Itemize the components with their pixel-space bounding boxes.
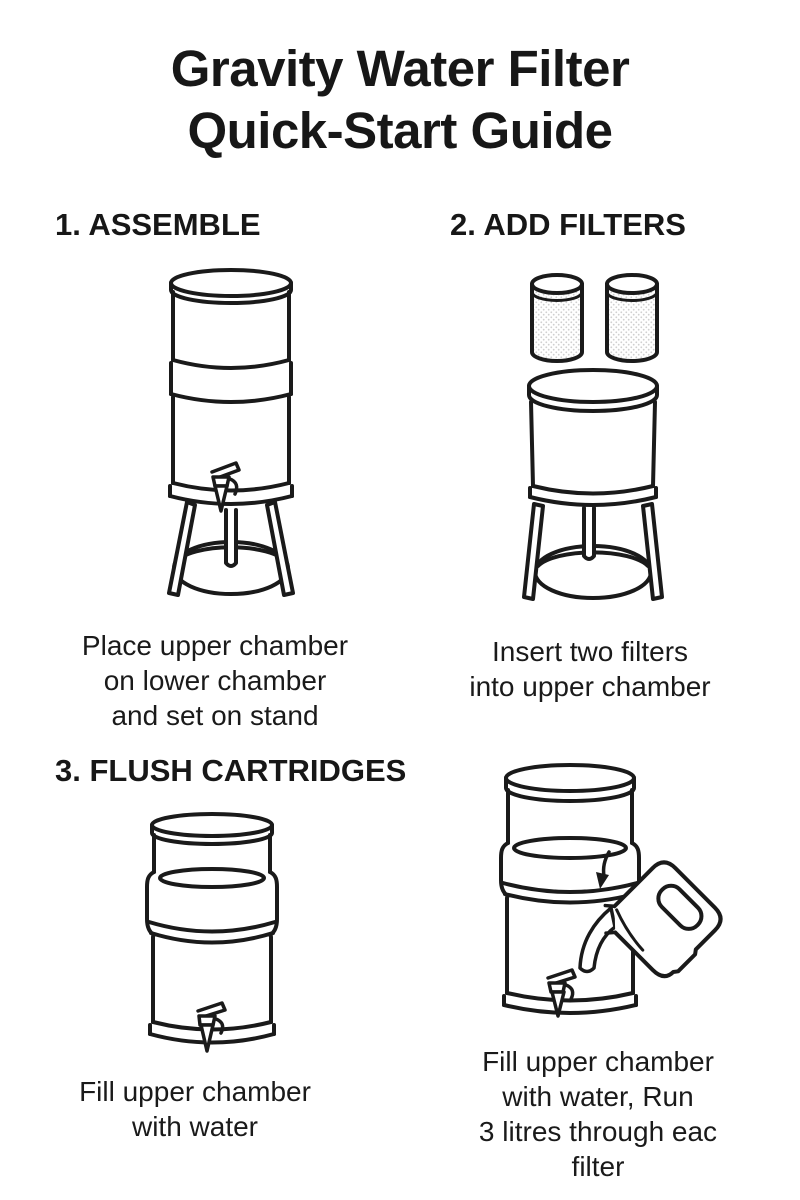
caption-line: Fill upper chamber	[482, 1046, 714, 1077]
caption-line: Place upper chamber	[81, 630, 349, 661]
caption-line: filter	[571, 1151, 625, 1182]
two-filter-cartridges-above-upper-chamber-illustration	[522, 273, 664, 601]
step-4-caption: Fill upper chamber with water, Run 3 lit…	[428, 1044, 768, 1184]
caption-line: with water	[131, 1111, 259, 1142]
assembled-filter-unit-on-stand-illustration	[167, 268, 295, 597]
step-3-caption: Fill upper chamber with water	[20, 1074, 370, 1144]
step-3-heading: 3. FLUSH CARTRIDGES	[55, 753, 407, 788]
caption-line: Fill upper chamber	[79, 1076, 311, 1107]
caption-line: on lower chamber	[103, 665, 327, 696]
page-title: Gravity Water Filter Quick-Start Guide	[0, 38, 800, 162]
step-2-heading: 2. ADD FILTERS	[450, 207, 686, 242]
caption-line: Insert two filters	[491, 636, 689, 667]
caption-line: 3 litres through eac	[478, 1116, 718, 1147]
step-1-heading: 1. ASSEMBLE	[55, 207, 261, 242]
filter-unit-filled-with-water-illustration	[145, 812, 279, 1053]
caption-line: and set on stand	[111, 700, 319, 731]
step-2-caption: Insert two filters into upper chamber	[430, 634, 750, 704]
page-title-line-2: Quick-Start Guide	[187, 102, 613, 159]
caption-line: into upper chamber	[469, 671, 711, 702]
caption-line: with water, Run	[502, 1081, 694, 1112]
page-title-line-1: Gravity Water Filter	[170, 40, 630, 97]
jug-pouring-water-into-upper-chamber-illustration	[499, 763, 723, 1018]
step-1-caption: Place upper chamber on lower chamber and…	[30, 628, 400, 733]
